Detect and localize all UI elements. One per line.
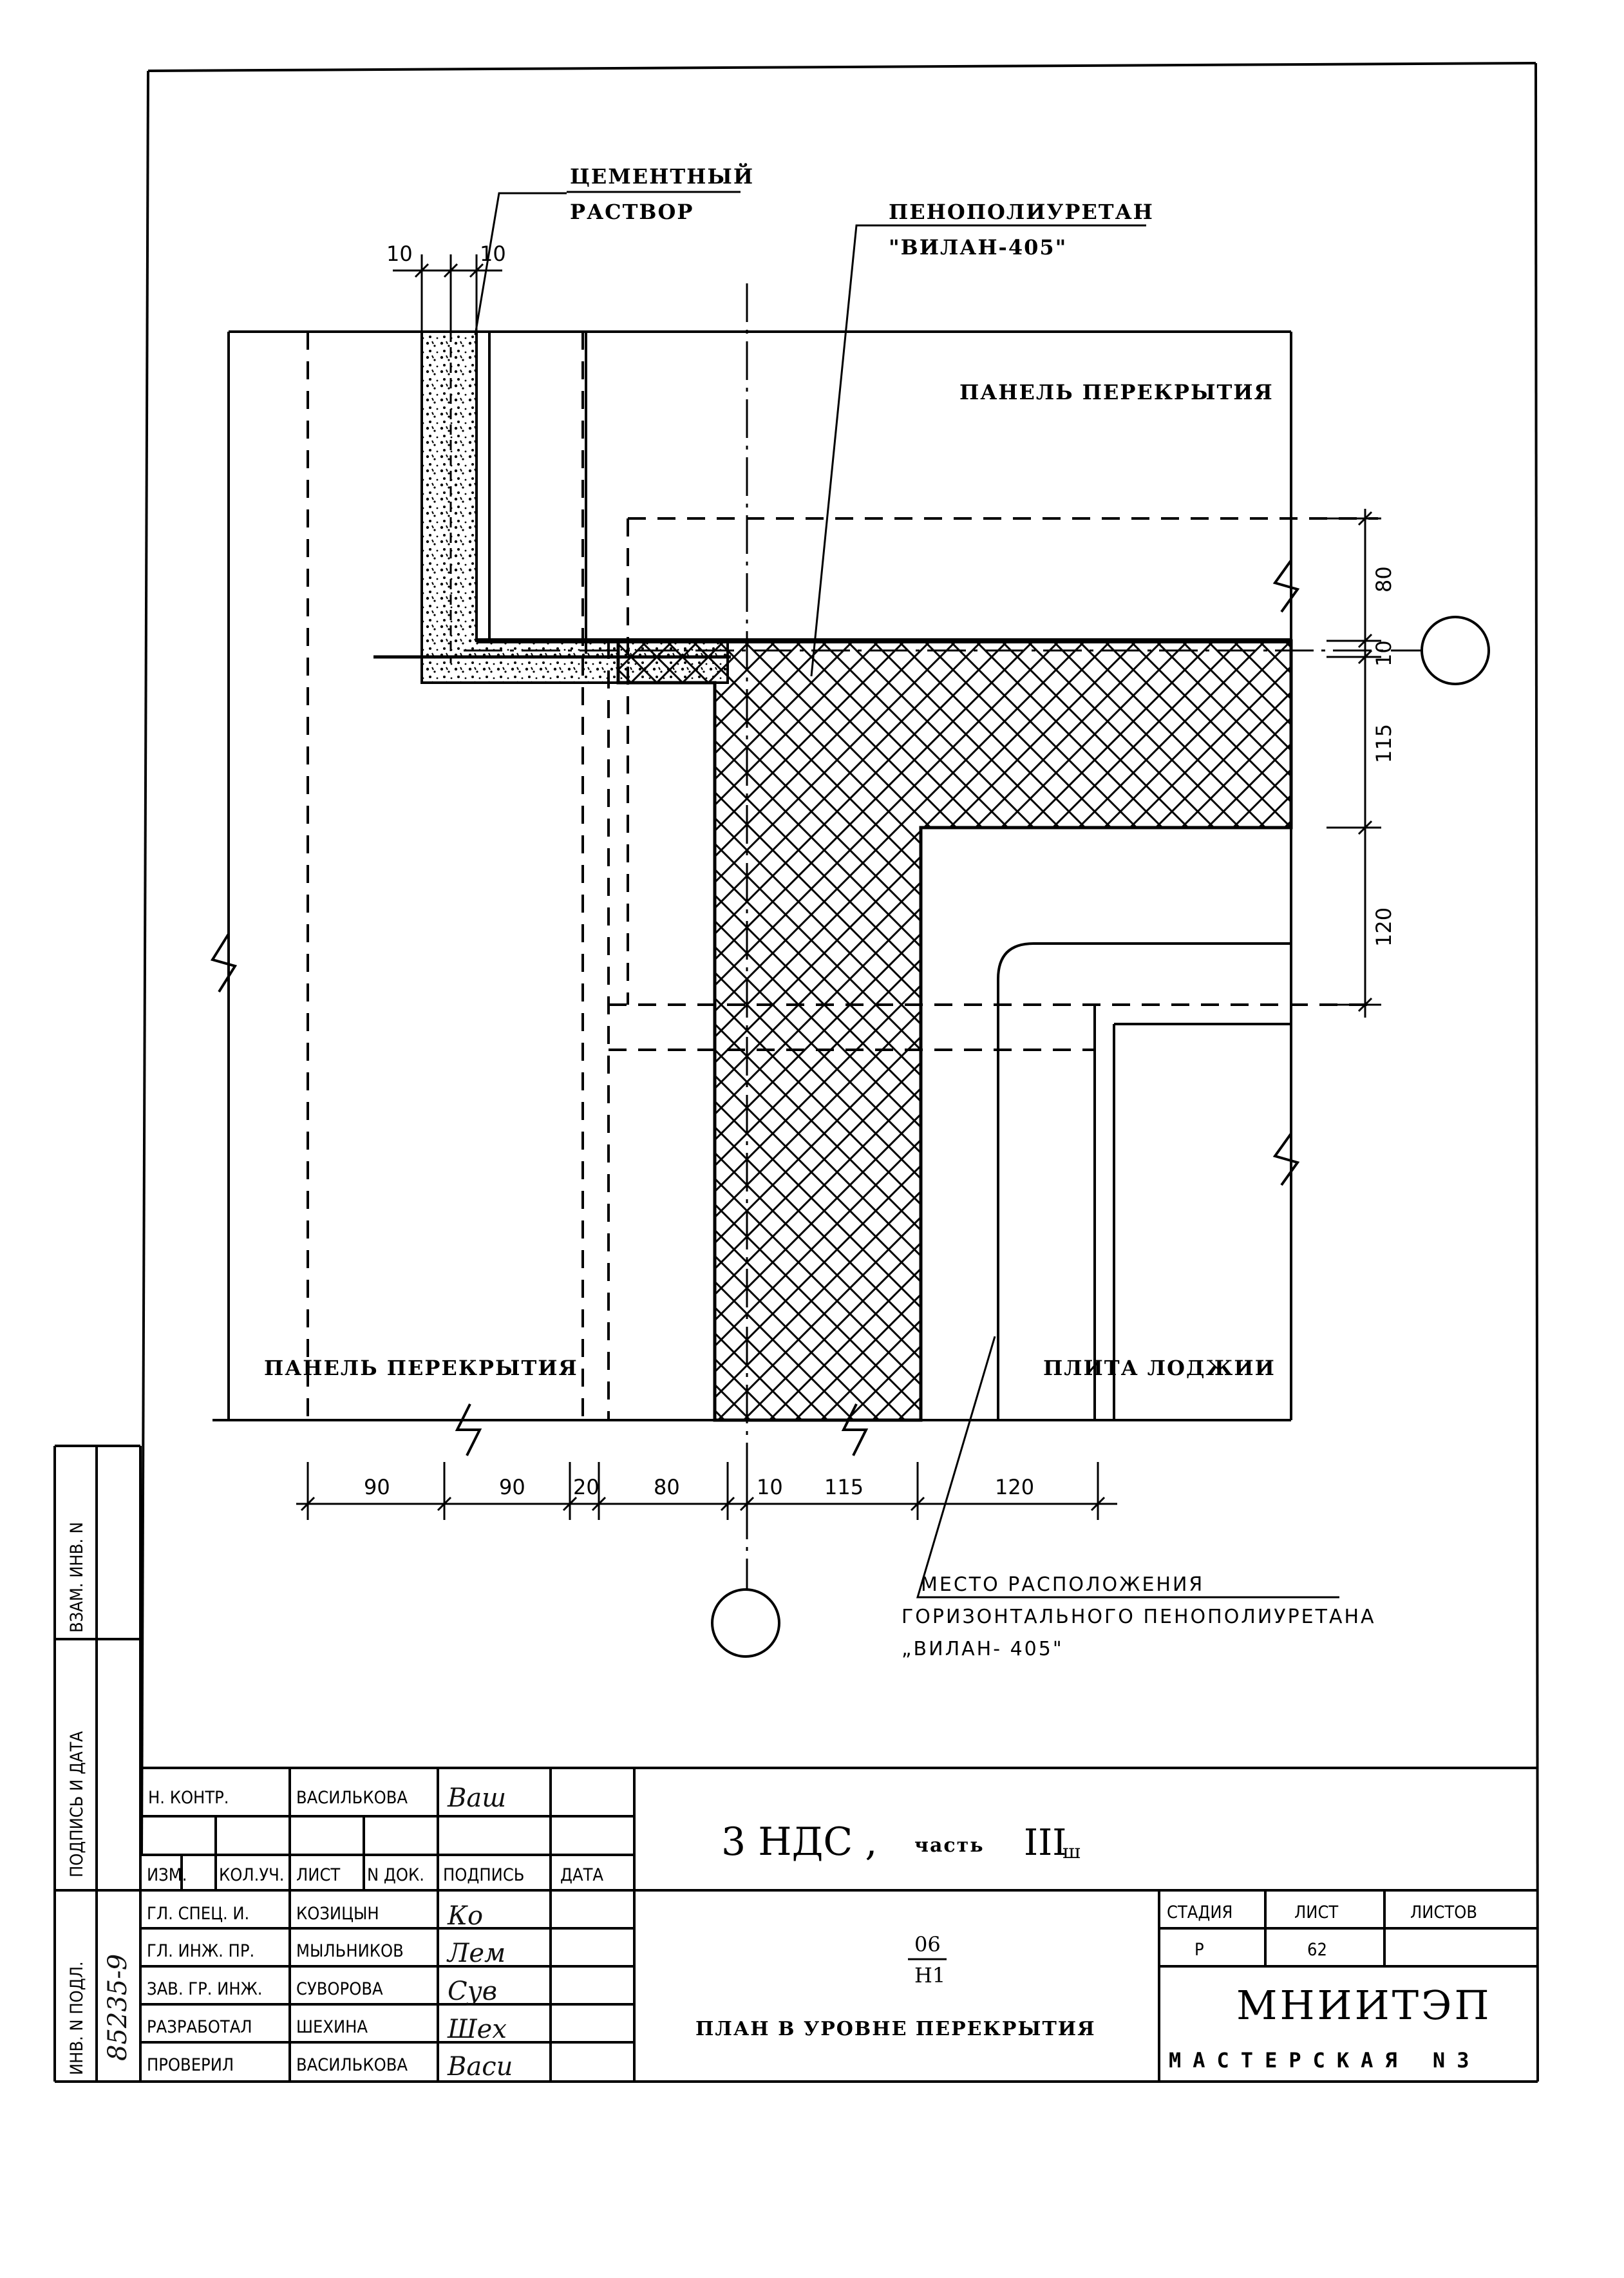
cement-mortar-fill (420, 330, 729, 684)
break-marks (210, 559, 1300, 1456)
sheet-title: ПЛАН В УРОВНЕ ПЕРЕКРЫТИЯ (695, 2018, 1096, 2040)
row-signature-1: Ко (447, 1901, 483, 1931)
dim-bottom-4: 80 (654, 1475, 680, 1499)
row-signature-3: Сув (448, 1977, 497, 2006)
dim-right-2: 10 (1372, 640, 1396, 667)
location-label-line3: „ВИЛАН- 405" (902, 1638, 1064, 1660)
norm-control-signature: Ваш (447, 1783, 506, 1813)
foam-label-line2: "ВИЛАН-405" (889, 235, 1067, 260)
cement-mortar-label-line2: РАСТВОР (570, 200, 694, 224)
foam-insulation-hatch (616, 639, 1293, 1422)
dim-bottom-1: 90 (364, 1475, 390, 1499)
cement-mortar-label-line1: ЦЕМЕНТНЫЙ (570, 163, 754, 189)
loggia-slab-label: ПЛИТА ЛОДЖИИ (1043, 1356, 1276, 1380)
project-main: 3 НДС , (721, 1819, 877, 1865)
stamp-sign-date: ПОДПИСЬ И ДАТА (67, 1731, 87, 1877)
dim-bottom-7: 120 (995, 1475, 1034, 1499)
left-panel-label: ПАНЕЛЬ ПЕРЕКРЫТИЯ (264, 1356, 578, 1380)
hidden-lines (307, 332, 1378, 1420)
row-name-2: МЫЛЬНИКОВ (296, 1941, 404, 1961)
leader-lines (474, 192, 1339, 1599)
dim-bottom-3: 20 (573, 1475, 600, 1499)
code-bottom: Н1 (914, 1963, 945, 1988)
row-role-1: ГЛ. СПЕЦ. И. (147, 1904, 249, 1924)
stamp-inv-orig: ИНВ. N ПОДЛ. (67, 1961, 87, 2075)
header-izm: ИЗМ. (147, 1865, 187, 1885)
top-floor-panel (229, 330, 1292, 654)
header-podpis: ПОДПИСЬ (443, 1865, 524, 1885)
row-signature-5: Васи (447, 2052, 513, 2082)
sheet-header: ЛИСТ (1294, 1903, 1338, 1922)
stamp-inv-swap: ВЗАМ. ИНВ. N (67, 1522, 87, 1633)
sheets-header: ЛИСТОВ (1410, 1903, 1477, 1922)
header-list: ЛИСТ (296, 1865, 340, 1885)
norm-control-role: Н. КОНТР. (148, 1788, 229, 1808)
norm-control-name: ВАСИЛЬКОВА (296, 1788, 408, 1808)
project-part-num: III (1024, 1822, 1066, 1864)
dim-right-1: 80 (1372, 566, 1396, 593)
axis-marker-bottom (711, 1588, 780, 1658)
header-n-dok: N ДОК. (367, 1865, 424, 1885)
dim-top-right: 10 (480, 242, 506, 266)
sheet-value: 62 (1307, 1940, 1327, 1960)
top-dimension (393, 254, 502, 335)
right-dimension-chain (1327, 509, 1381, 1018)
header-data: ДАТА (560, 1865, 603, 1885)
left-floor-panel (212, 332, 1291, 1421)
bottom-dimension-chain (296, 1462, 1117, 1520)
top-panel-label: ПАНЕЛЬ ПЕРЕКРЫТИЯ (959, 380, 1274, 404)
project-part-sub: ш (1062, 1841, 1081, 1863)
loggia-slab (997, 828, 1292, 1420)
dim-bottom-5: 10 (757, 1475, 783, 1499)
side-stamp: ВЗАМ. ИНВ. N ПОДПИСЬ И ДАТА ИНВ. N ПОДЛ.… (53, 1445, 142, 2082)
row-signature-4: Шех (447, 2015, 507, 2044)
row-name-1: КОЗИЦЫН (296, 1904, 379, 1924)
location-label-line2: ГОРИЗОНТАЛЬНОГО ПЕНОПОЛИУРЕТАНА (902, 1606, 1376, 1628)
row-name-4: ШЕХИНА (296, 2017, 368, 2037)
foam-label-line1: ПЕНОПОЛИУРЕТАН (889, 200, 1154, 224)
axis-marker-right (1421, 616, 1490, 685)
dim-bottom-6: 115 (824, 1475, 864, 1499)
code-top: 06 (914, 1932, 941, 1957)
stamp-inv-number: 85235-9 (103, 1954, 133, 2061)
title-block: Н. КОНТР. ВАСИЛЬКОВА Ваш ИЗМ. КОЛ.УЧ. ЛИ… (140, 1768, 1538, 2082)
dim-bottom-2: 90 (499, 1475, 525, 1499)
stage-value: Р (1194, 1940, 1204, 1960)
dim-right-4: 120 (1372, 907, 1396, 947)
location-label-line1: МЕСТО РАСПОЛОЖЕНИЯ (921, 1573, 1204, 1596)
row-signature-2: Лем (446, 1939, 505, 1968)
axis-lines (464, 283, 1423, 1591)
row-name-5: ВАСИЛЬКОВА (296, 2055, 408, 2075)
dim-top-left: 10 (386, 242, 413, 266)
row-role-5: ПРОВЕРИЛ (147, 2055, 234, 2075)
dim-right-3: 115 (1372, 724, 1396, 763)
row-role-2: ГЛ. ИНЖ. ПР. (147, 1941, 254, 1961)
row-role-4: РАЗРАБОТАЛ (147, 2017, 252, 2037)
sheet-frame (55, 62, 1539, 2083)
row-name-3: СУВОРОВА (296, 1979, 383, 1999)
header-kol-uch: КОЛ.УЧ. (219, 1865, 285, 1885)
plan-drawing: ЦЕМЕНТНЫЙ РАСТВОР ПЕНОПОЛИУРЕТАН "ВИЛАН-… (210, 163, 1490, 1660)
project-part-word: часть (914, 1834, 985, 1857)
org-name: МНИИТЭП (1236, 1982, 1492, 2029)
row-role-3: ЗАВ. ГР. ИНЖ. (147, 1979, 262, 1999)
workshop: МАСТЕРСКАЯ N3 (1169, 2048, 1480, 2073)
stage-header: СТАДИЯ (1167, 1903, 1232, 1922)
